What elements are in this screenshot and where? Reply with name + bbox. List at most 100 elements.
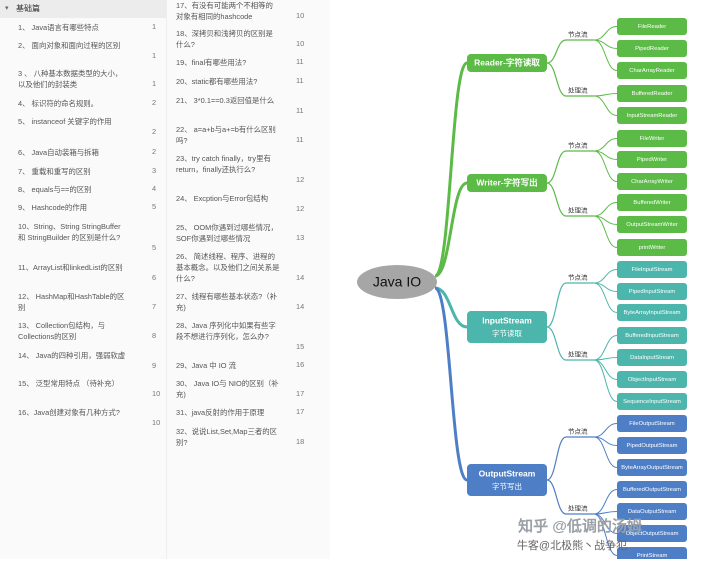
class-node[interactable]: [617, 459, 687, 476]
group-connector: [546, 39, 567, 64]
category-node-label: Writer-字符写出: [476, 177, 537, 187]
leaf-connector: [593, 359, 618, 402]
category-node[interactable]: [467, 464, 547, 496]
toc-item[interactable]: 6、 Java自动装箱与拆箱: [18, 148, 99, 157]
class-node[interactable]: [617, 283, 687, 300]
class-node[interactable]: [617, 304, 687, 321]
toc-item[interactable]: 15、 泛型常用特点 （待补充）: [18, 379, 120, 388]
toc-item[interactable]: 9、 Hashcode的作用: [18, 203, 88, 212]
group-connector: [546, 62, 567, 97]
leaf-connector: [593, 150, 618, 182]
class-node[interactable]: [617, 393, 687, 410]
root-node-label: Java IO: [373, 274, 421, 290]
class-node-label: CharArrayWriter: [631, 179, 673, 185]
class-node[interactable]: [617, 481, 687, 498]
class-node[interactable]: [617, 62, 687, 79]
mindmap-canvas: 节点流FileReaderPipedReaderCharArrayReader处…: [357, 18, 687, 564]
toc-item[interactable]: 1、 Java语言有哪些特点: [18, 23, 99, 32]
category-node[interactable]: [467, 174, 547, 192]
class-node-label: PipedWriter: [637, 157, 667, 163]
toc-page-number: 11: [296, 76, 304, 85]
toc-item[interactable]: 30、 Java IO与 NIO的区别（补充): [176, 379, 279, 399]
class-node[interactable]: [617, 437, 687, 454]
class-node[interactable]: [617, 194, 687, 211]
toc-page-number: 11: [296, 106, 304, 115]
class-node[interactable]: [617, 18, 687, 35]
class-node-label: PipedInputStream: [629, 289, 676, 295]
toc-item[interactable]: 8、 equals与==的区别: [18, 185, 92, 194]
toc-page-number: 10: [296, 11, 305, 20]
category-node[interactable]: [467, 54, 547, 72]
class-node[interactable]: [617, 130, 687, 147]
toc-item[interactable]: 32、说说List,Set,Map三者的区别?: [176, 427, 278, 447]
class-node[interactable]: [617, 261, 687, 278]
class-node[interactable]: [617, 40, 687, 57]
toc-item[interactable]: 7、 重载和重写的区别: [18, 167, 91, 176]
toc-item[interactable]: 16、Java创建对象有几种方式?: [18, 408, 120, 417]
branch-connector: [433, 286, 469, 482]
group-connector: [546, 436, 567, 481]
class-node-label: FileInputStream: [632, 267, 673, 273]
toc-item[interactable]: 18、深拷贝和浅拷贝的区别是什么?: [176, 29, 273, 49]
toc-item[interactable]: 17、有没有可能两个不相等的对象有相同的hashcode: [176, 1, 273, 21]
toc-page-number: 8: [152, 331, 157, 340]
caret-down-icon: ▾: [5, 5, 9, 12]
class-node[interactable]: [617, 371, 687, 388]
toc-item[interactable]: 19、final有哪些用法?: [176, 58, 247, 67]
toc-page-number: 17: [296, 389, 305, 398]
toc-page-number: 5: [152, 243, 157, 252]
toc-page-number: 10: [152, 418, 161, 427]
class-node-label: ObjectInputStream: [628, 377, 677, 383]
group-connector: [546, 182, 567, 217]
class-node[interactable]: [617, 525, 687, 542]
toc-page-number: 18: [296, 437, 305, 446]
root-node[interactable]: [357, 265, 437, 299]
class-node[interactable]: [617, 216, 687, 233]
class-node[interactable]: [617, 327, 687, 344]
toc-item[interactable]: 25、 OOM你遇到过哪些情况，SOF你遇到过哪些情况: [176, 223, 278, 243]
toc-item[interactable]: 21、 3*0.1==0.3返回值是什么: [176, 96, 275, 105]
class-node[interactable]: [617, 503, 687, 520]
toc-item[interactable]: 23、try catch finally，try里有return，finally…: [176, 154, 271, 174]
class-node[interactable]: [617, 151, 687, 168]
toc-item[interactable]: 13、 Collection包结构，与Collections的区别: [18, 321, 106, 341]
leaf-connector: [593, 359, 618, 380]
toc-section-header[interactable]: ▾ 基础篇: [0, 0, 166, 18]
class-node[interactable]: [617, 173, 687, 190]
toc-page-number: 1: [152, 79, 157, 88]
toc-item[interactable]: 20、static都有哪些用法?: [176, 77, 258, 86]
leaf-connector: [593, 95, 618, 116]
toc-item[interactable]: 10、String、String StringBuffer 和 StringBu…: [18, 222, 121, 242]
class-node[interactable]: [617, 239, 687, 256]
toc-page-number: 5: [152, 202, 157, 211]
class-node[interactable]: [617, 415, 687, 432]
category-node-label: OutputStream: [479, 468, 536, 478]
watermark-line-1: 知乎 @低调的汤姆: [518, 517, 642, 535]
toc-item[interactable]: 3 、 八种基本数据类型的大小，以及他们的封装类: [18, 69, 123, 89]
toc-item[interactable]: 11、ArrayList和linkedList的区别: [18, 263, 123, 272]
class-node[interactable]: [617, 85, 687, 102]
class-node[interactable]: [617, 107, 687, 124]
group-connector: [546, 326, 567, 361]
class-node-label: BufferedReader: [632, 91, 673, 97]
toc-item[interactable]: 31、java反射的作用于原理: [176, 408, 265, 417]
toc-item[interactable]: 4、 标识符的命名规则。: [18, 99, 99, 108]
class-node[interactable]: [617, 349, 687, 366]
stream-group-label: 节点流: [568, 30, 588, 39]
class-node-label: BufferedOutputStream: [623, 487, 681, 493]
toc-item[interactable]: 5、 instanceof 关键字的作用: [18, 117, 112, 126]
toc-item[interactable]: 26、 简述线程、程序、进程的基本概念。以及他们之间关系是什么?: [176, 252, 280, 283]
toc-item[interactable]: 29、Java 中 IO 流: [176, 361, 236, 370]
toc-item[interactable]: 22、 a=a+b与a+=b有什么区别吗?: [176, 125, 276, 145]
toc-item[interactable]: 14、 Java的四种引用，强弱软虚: [18, 351, 126, 360]
group-connector: [546, 282, 567, 328]
category-node[interactable]: [467, 311, 547, 343]
toc-item[interactable]: 2、 面向对象和面向过程的区别: [18, 41, 121, 50]
class-node-label: ObjectOutputStream: [626, 531, 679, 537]
toc-item[interactable]: 28、Java 序列化中如果有些字段不想进行序列化，怎么办?: [176, 321, 276, 341]
category-node-label: Reader-字符读取: [474, 57, 540, 67]
toc-item[interactable]: 27、线程有哪些基本状态?（补充): [176, 292, 278, 312]
toc-item[interactable]: 24、 Excption与Error包结构: [176, 194, 268, 203]
toc-item[interactable]: 12、 HashMap和HashTable的区别: [18, 292, 125, 312]
